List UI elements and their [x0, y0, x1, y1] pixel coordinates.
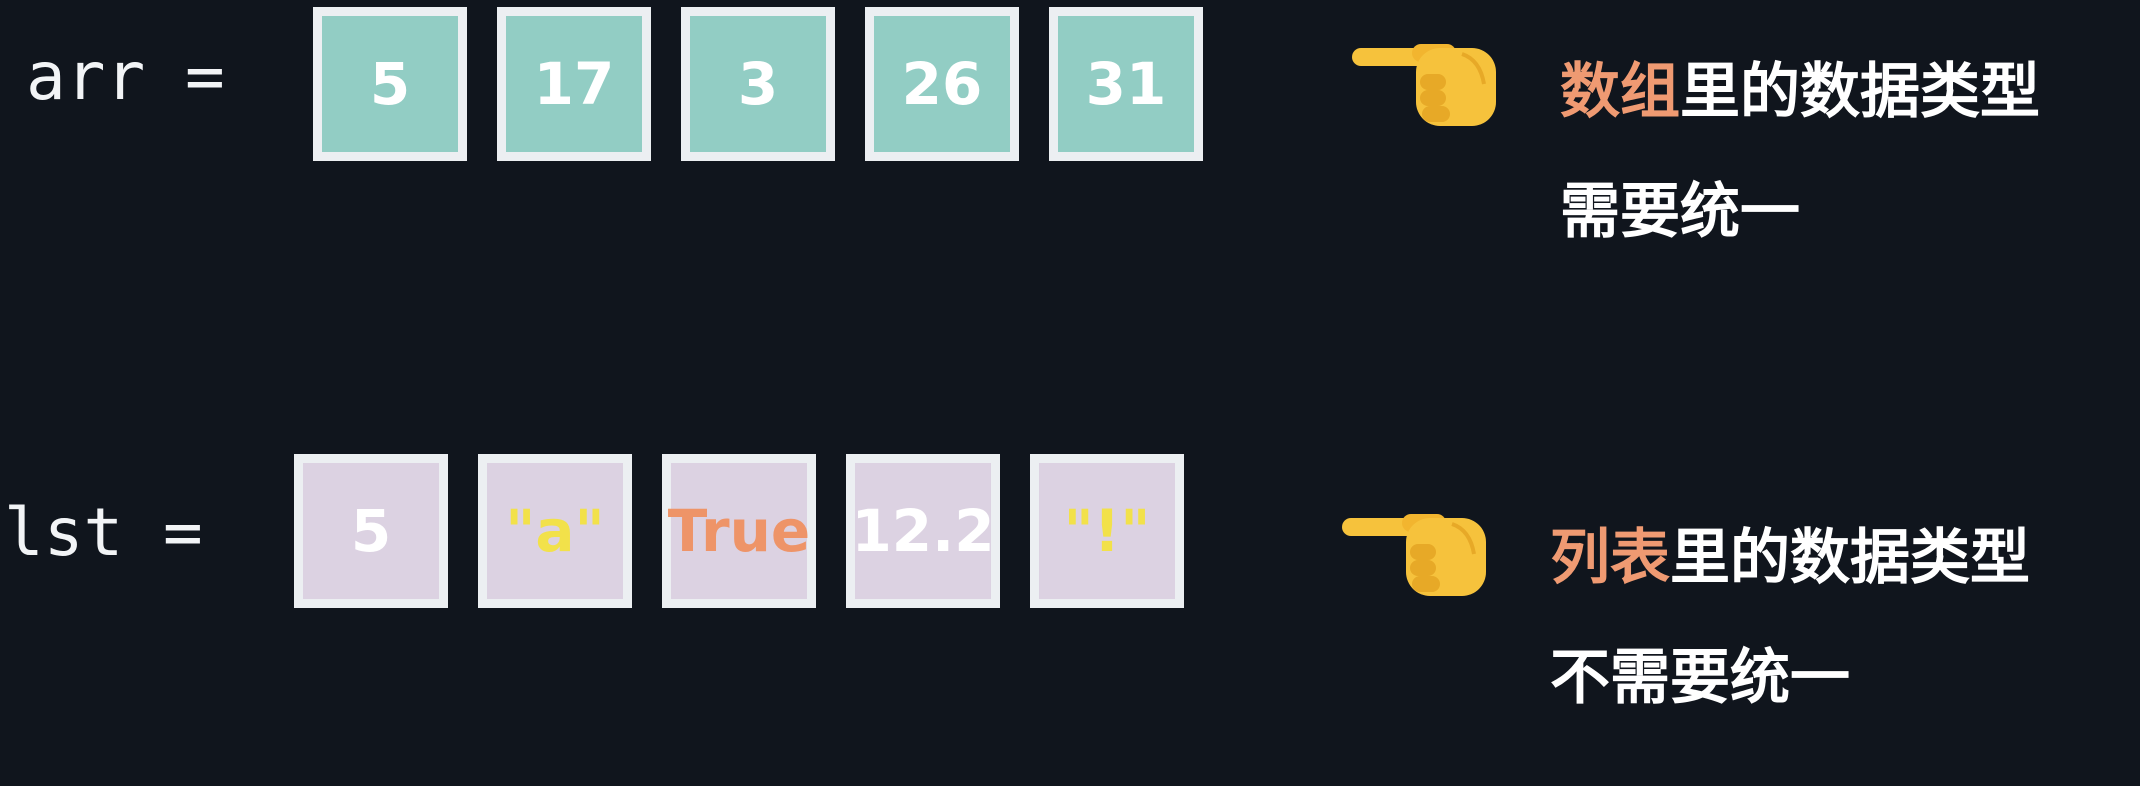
- arr-cells: 5 17 3 26 31: [313, 7, 1203, 161]
- arr-cell-value: 31: [1085, 50, 1167, 118]
- lst-cells: 5 "a" True 12.2 "!": [294, 454, 1184, 608]
- arr-cell-value: 5: [369, 50, 411, 118]
- lst-cell: "a": [478, 454, 632, 608]
- lst-cell: True: [662, 454, 816, 608]
- lst-cell: 5: [294, 454, 448, 608]
- arr-note-rest: 里的数据类型: [1680, 57, 2040, 127]
- arr-cell: 26: [865, 7, 1019, 161]
- arr-cell: 17: [497, 7, 651, 161]
- pointing-hand-icon: [1342, 514, 1486, 596]
- lst-note-line1: 列表里的数据类型: [1550, 528, 2030, 588]
- lst-cell: "!": [1030, 454, 1184, 608]
- arr-label: arr =: [26, 38, 225, 115]
- lst-cell-value: True: [667, 497, 811, 565]
- arr-cell: 5: [313, 7, 467, 161]
- lst-note-line2: 不需要统一: [1550, 643, 1850, 713]
- arr-cell-value: 3: [737, 50, 779, 118]
- lst-cell-value: 12.2: [851, 497, 995, 565]
- lst-note-rest: 里的数据类型: [1670, 523, 2030, 593]
- arr-note-highlight: 数组: [1560, 57, 1680, 127]
- arr-cell: 3: [681, 7, 835, 161]
- arr-cell-value: 26: [901, 50, 983, 118]
- arr-cell-value: 17: [533, 50, 615, 118]
- arr-cell: 31: [1049, 7, 1203, 161]
- lst-cell-value: 5: [350, 497, 392, 565]
- lst-cell-value: "a": [505, 497, 605, 565]
- arr-note-line1: 数组里的数据类型: [1560, 62, 2040, 122]
- lst-cell-value: "!": [1063, 497, 1151, 565]
- pointing-hand-icon: [1352, 44, 1496, 126]
- lst-cell: 12.2: [846, 454, 1000, 608]
- lst-label: lst =: [4, 494, 203, 571]
- arr-note-line2: 需要统一: [1560, 177, 1800, 247]
- lst-note-highlight: 列表: [1550, 523, 1670, 593]
